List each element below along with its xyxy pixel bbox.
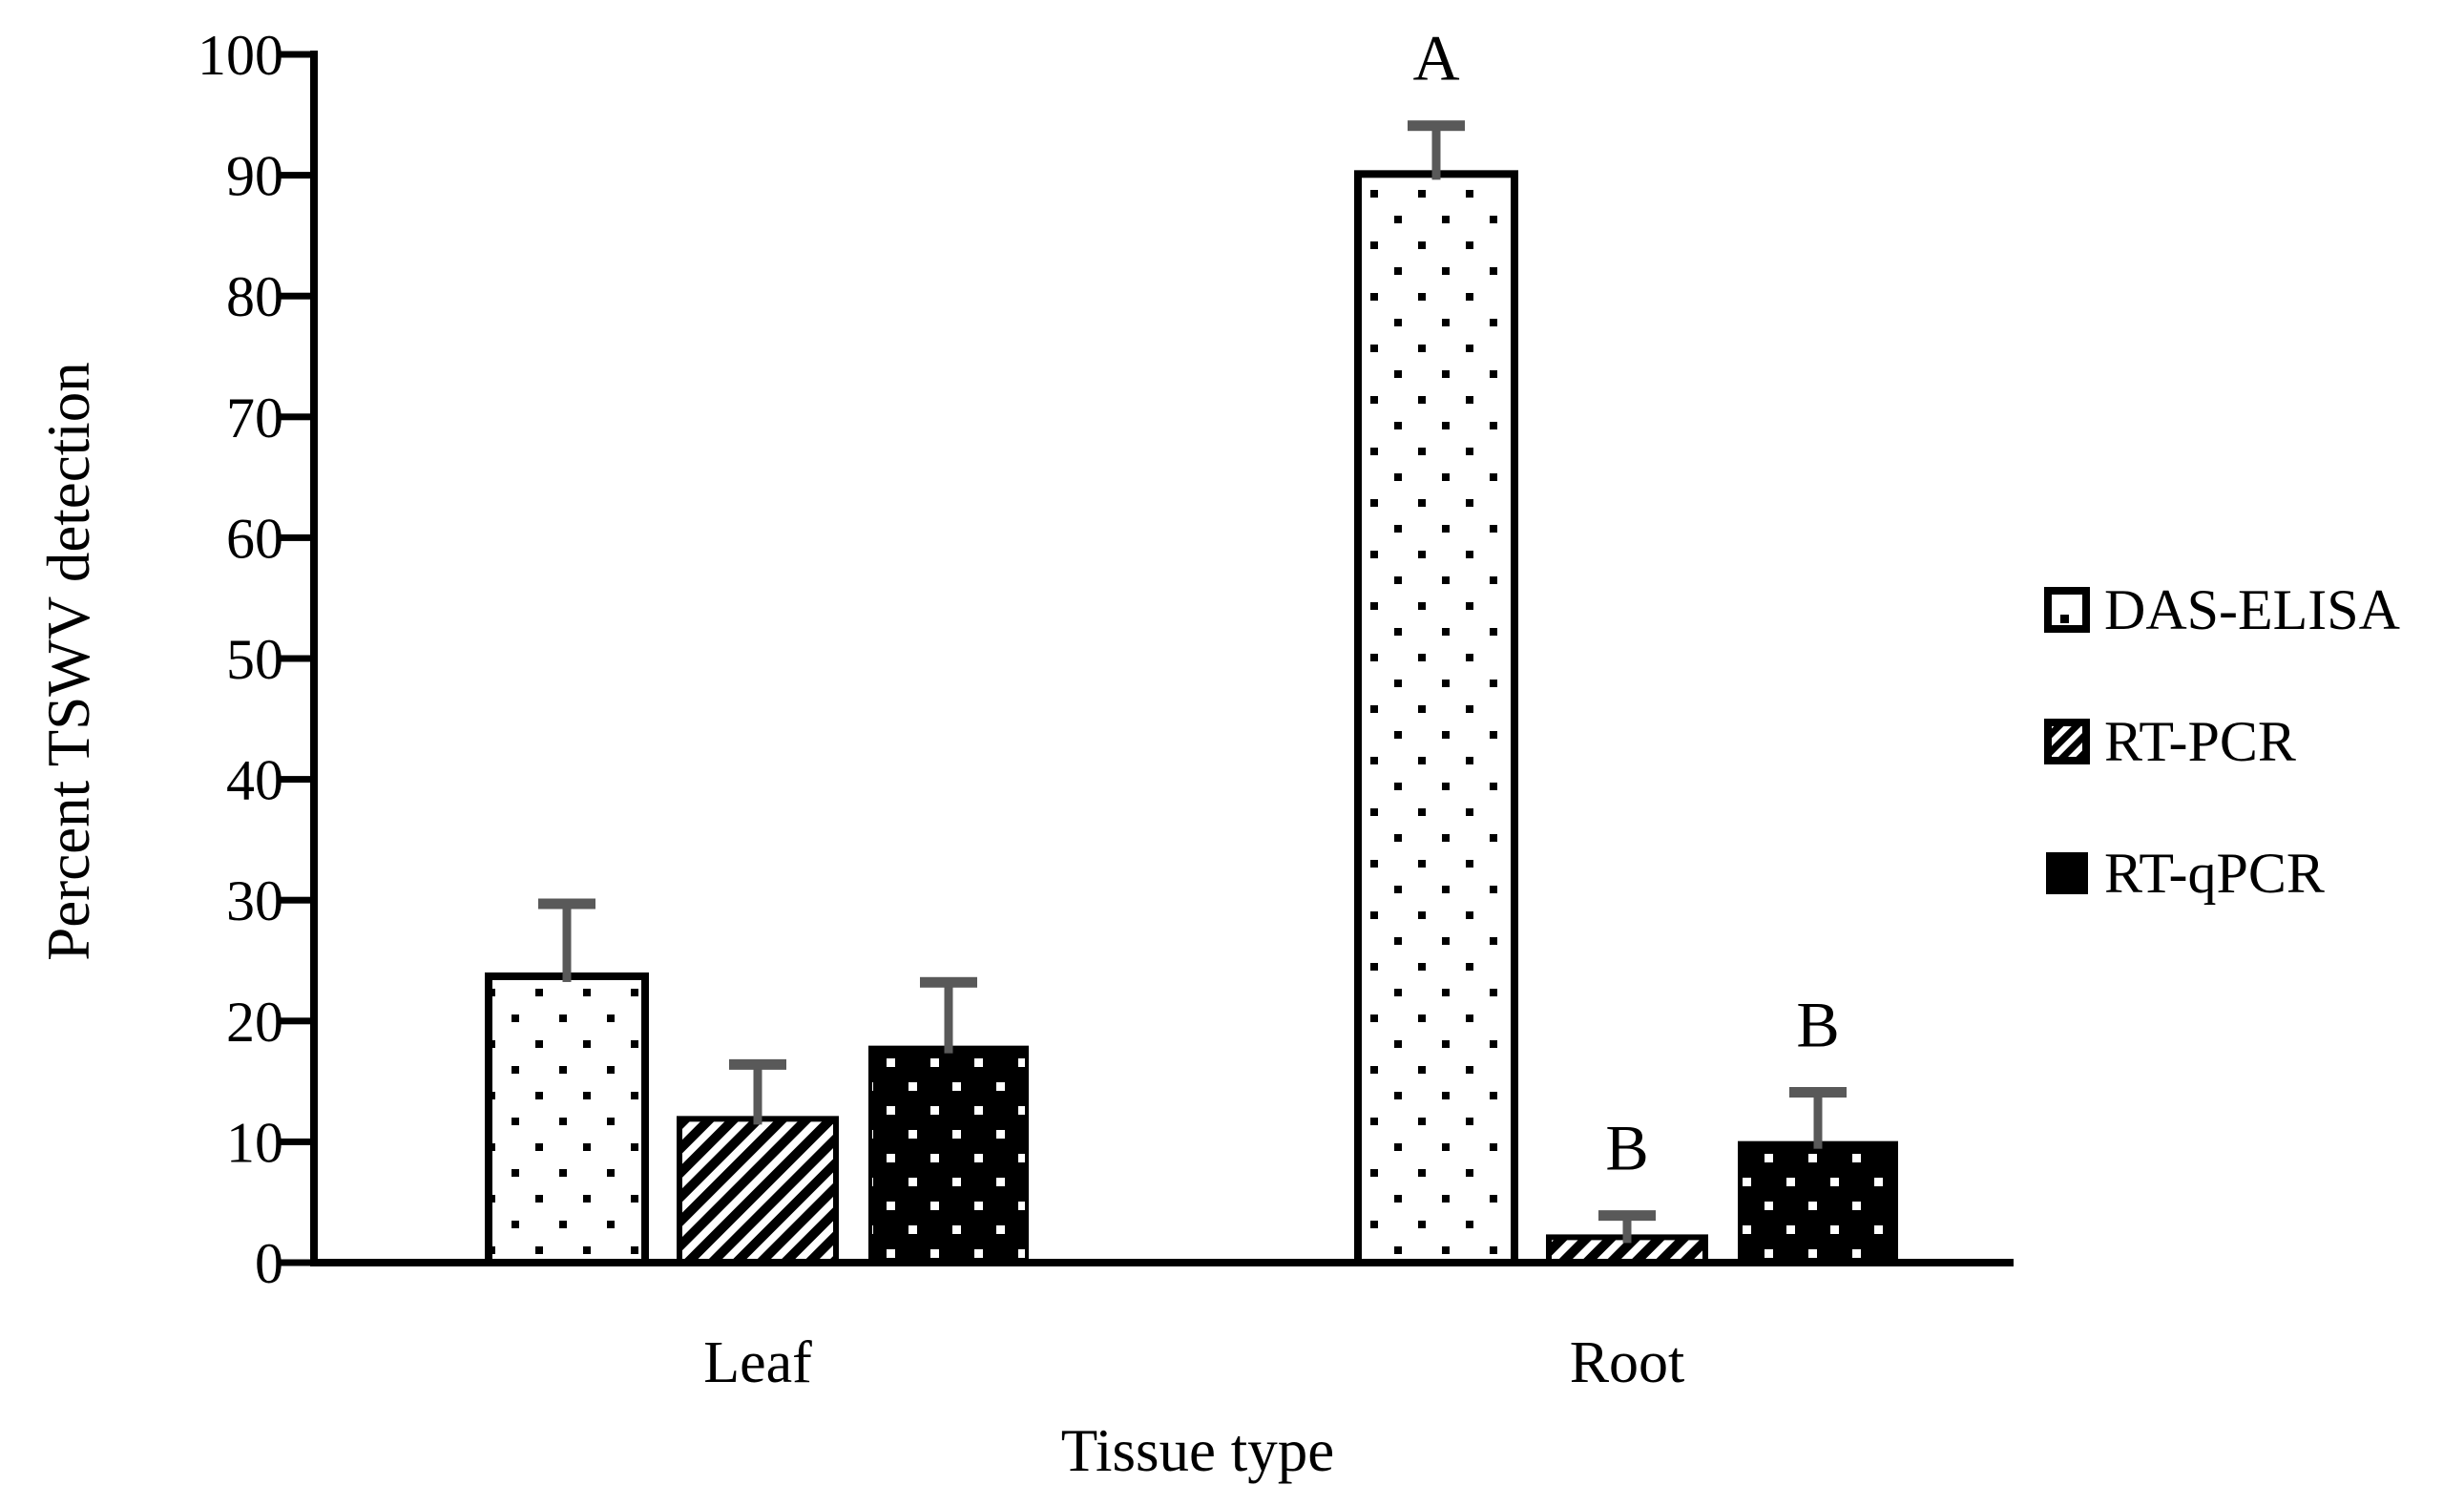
legend-label: DAS-ELISA <box>2104 577 2400 641</box>
y-axis-tick-60 <box>278 533 310 541</box>
legend-label: RT-qPCR <box>2104 841 2325 905</box>
error-bar-cap-rt-qpcr-root <box>1789 1086 1847 1098</box>
x-tick-label-root: Root <box>1570 1330 1685 1395</box>
y-axis-tick-90 <box>278 172 310 179</box>
bar-rt-qpcr-root <box>1738 1140 1898 1265</box>
significance-letter-das-elisa-root: A <box>1412 22 1459 94</box>
legend-item-das-elisa: DAS-ELISA <box>2044 578 2400 641</box>
y-axis-tick-70 <box>278 413 310 421</box>
hatched-square-icon <box>2044 719 2090 764</box>
y-tick-label-100: 100 <box>198 24 283 87</box>
y-tick-label-50: 50 <box>226 628 283 691</box>
bar-rt-pcr-leaf <box>677 1116 839 1265</box>
y-tick-label-70: 70 <box>226 387 283 450</box>
error-bar-cap-das-elisa-leaf <box>538 898 595 910</box>
y-axis-tick-10 <box>278 1138 310 1145</box>
bar-das-elisa-leaf <box>485 972 649 1266</box>
y-axis-tick-0 <box>278 1259 310 1266</box>
dotted-square-icon <box>2044 587 2090 633</box>
y-tick-label-90: 90 <box>226 145 283 208</box>
error-bar-cap-rt-pcr-root <box>1598 1210 1656 1222</box>
bar-rt-qpcr-leaf <box>868 1045 1029 1265</box>
x-axis-title: Tissue type <box>1060 1417 1335 1484</box>
legend-item-rt-qpcr: RT-qPCR <box>2044 842 2325 905</box>
y-axis-tick-100 <box>278 51 310 58</box>
legend-item-rt-pcr: RT-PCR <box>2044 710 2296 773</box>
y-axis-title: Percent TSWV detection <box>35 362 102 961</box>
significance-letter-rt-qpcr-root: B <box>1796 988 1839 1060</box>
y-axis-tick-80 <box>278 292 310 300</box>
y-tick-label-30: 30 <box>226 869 283 932</box>
y-tick-label-0: 0 <box>255 1232 283 1295</box>
y-tick-label-80: 80 <box>226 265 283 328</box>
y-axis-tick-50 <box>278 655 310 662</box>
y-tick-label-40: 40 <box>226 749 283 812</box>
error-bar-stem-rt-qpcr-leaf <box>944 982 953 1054</box>
y-axis-line <box>310 51 318 1266</box>
x-tick-label-leaf: Leaf <box>703 1330 812 1395</box>
solid-black-square-icon <box>2046 852 2088 894</box>
y-axis-tick-20 <box>278 1017 310 1025</box>
error-bar-cap-das-elisa-root <box>1408 120 1465 132</box>
legend-label: RT-PCR <box>2104 709 2296 773</box>
y-axis-tick-30 <box>278 896 310 904</box>
bar-das-elisa-root <box>1354 170 1518 1267</box>
error-bar-stem-das-elisa-root <box>1431 125 1441 180</box>
y-tick-label-60: 60 <box>226 507 283 570</box>
error-bar-stem-das-elisa-leaf <box>562 903 572 982</box>
significance-letter-rt-pcr-root: B <box>1605 1112 1648 1184</box>
error-bar-cap-rt-qpcr-leaf <box>920 976 977 988</box>
error-bar-stem-rt-pcr-root <box>1622 1215 1632 1244</box>
y-tick-label-10: 10 <box>226 1111 283 1174</box>
error-bar-stem-rt-pcr-leaf <box>753 1064 762 1125</box>
error-bar-stem-rt-qpcr-root <box>1813 1092 1823 1149</box>
error-bar-cap-rt-pcr-leaf <box>729 1058 786 1070</box>
x-axis-line <box>310 1259 2014 1266</box>
y-tick-label-20: 20 <box>226 991 283 1054</box>
y-axis-tick-40 <box>278 776 310 784</box>
